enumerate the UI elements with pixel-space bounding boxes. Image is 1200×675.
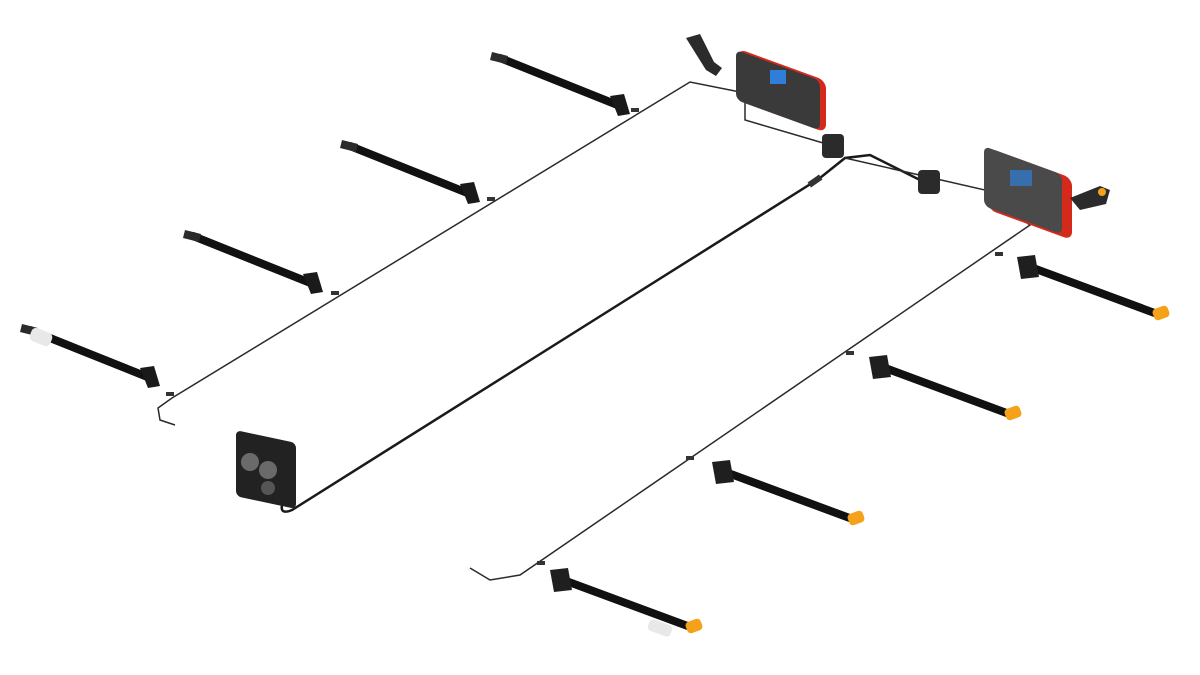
right-side-marker-4 (550, 568, 704, 638)
left-side-marker-3 (183, 230, 323, 294)
left-side-marker-4 (20, 324, 160, 388)
socket-icon (241, 453, 259, 471)
right-side-marker-1 (1017, 255, 1171, 321)
right-rear-combination-lamp (984, 147, 1072, 238)
socket-icon (259, 461, 277, 479)
front-socket-box (236, 431, 296, 508)
left-side-marker-2 (340, 140, 480, 204)
junction-box-2 (918, 170, 940, 194)
left-side-cable (157, 81, 741, 426)
left-end-outline-marker (686, 34, 722, 76)
junction-box-1 (822, 134, 844, 158)
right-side-marker-3 (712, 460, 866, 526)
left-side-marker-1 (490, 52, 630, 116)
connector-blue-icon (770, 70, 786, 84)
socket-icon (261, 481, 275, 495)
left-rear-combination-lamp (736, 51, 826, 131)
right-side-marker-2 (869, 355, 1023, 421)
cable-connectors (166, 108, 1003, 565)
main-trunk-cable (280, 153, 931, 513)
